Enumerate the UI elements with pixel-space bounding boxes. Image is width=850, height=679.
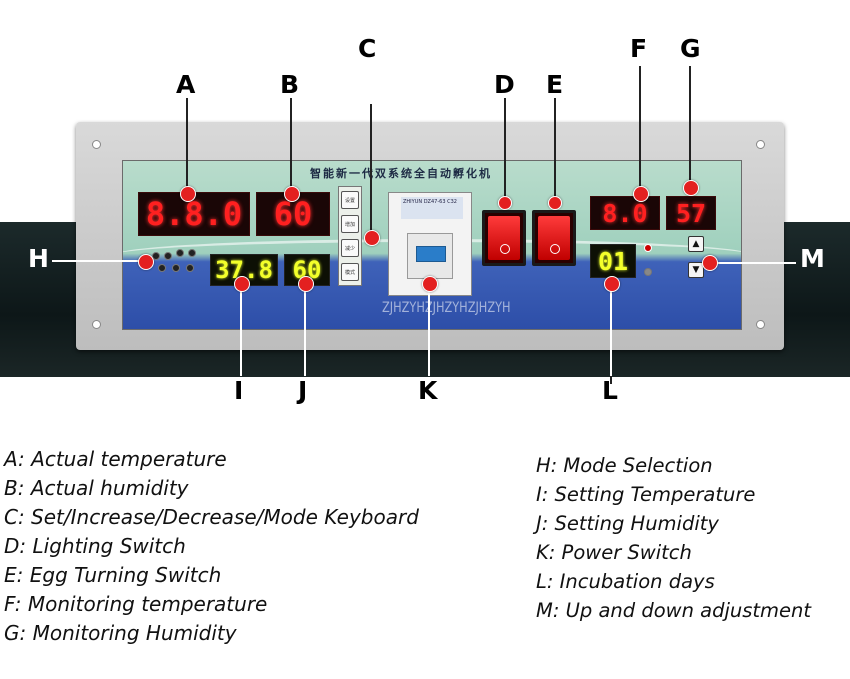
callout-dot-d: [498, 196, 512, 210]
legend-item: A: Actual temperature: [4, 447, 227, 471]
legend-right: H: Mode Selection I: Setting Temperature…: [536, 451, 811, 625]
set-key[interactable]: 设置: [341, 191, 359, 209]
callout-letter-a: A: [176, 70, 196, 99]
mode-indicator-light: [186, 264, 194, 272]
mode-key[interactable]: 模式: [341, 263, 359, 281]
callout-letter-l: L: [602, 376, 618, 405]
legend-left: A: Actual temperature B: Actual humidity…: [4, 445, 419, 648]
screw-icon: [756, 140, 765, 149]
mode-indicator-light: [172, 264, 180, 272]
device-header-text: 智能新一代双系统全自动孵化机: [310, 167, 492, 180]
callout-line-b: [290, 98, 292, 194]
callout-dot-m: [702, 255, 718, 271]
callout-letter-h: H: [28, 244, 49, 273]
incubation-days-display: 01: [590, 244, 636, 278]
legend-item: D: Lighting Switch: [4, 534, 186, 558]
legend-item: H: Mode Selection: [536, 454, 713, 477]
egg-turning-switch[interactable]: [532, 210, 576, 266]
callout-line-e: [554, 98, 556, 202]
callout-line-k: [428, 284, 430, 376]
lighting-switch[interactable]: [482, 210, 526, 266]
power-breaker[interactable]: ZHIYUN DZ47-63 C32: [388, 192, 472, 296]
increase-key[interactable]: 增加: [341, 215, 359, 233]
callout-dot-j: [298, 276, 314, 292]
mode-indicator-light: [152, 252, 160, 260]
mode-indicator-light: [188, 249, 196, 257]
callout-line-g: [689, 66, 691, 188]
callout-letter-c: C: [358, 34, 377, 63]
monitoring-temperature-display: 8.0: [590, 196, 660, 230]
decrease-key[interactable]: 减少: [341, 239, 359, 257]
callout-dot-c: [364, 230, 380, 246]
callout-dot-e: [548, 196, 562, 210]
callout-dot-b: [284, 186, 300, 202]
up-arrow-button[interactable]: ▲: [688, 236, 704, 252]
callout-line-l-tail: [610, 376, 612, 384]
watermark-text: ZJHZYHZJHZYHZJHZYH: [382, 300, 511, 316]
callout-line-f: [639, 66, 641, 196]
callout-letter-d: D: [494, 70, 515, 99]
callout-letter-b: B: [280, 70, 300, 99]
callout-line-m: [708, 262, 796, 264]
breaker-label: ZHIYUN DZ47-63 C32: [401, 197, 463, 219]
callout-line-h: [52, 260, 144, 262]
callout-line-a: [186, 98, 188, 194]
callout-letter-k: K: [418, 376, 438, 405]
legend-item: B: Actual humidity: [4, 476, 189, 500]
callout-line-d: [504, 98, 506, 202]
down-arrow-button[interactable]: ▼: [688, 262, 704, 278]
callout-letter-j: J: [298, 376, 308, 405]
status-indicator-light: [644, 268, 652, 276]
mode-indicator-light: [164, 252, 172, 260]
callout-dot-g: [683, 180, 699, 196]
up-down-buttons: ▲ ▼: [688, 236, 704, 280]
legend-item: G: Monitoring Humidity: [4, 621, 237, 645]
callout-dot-h: [138, 254, 154, 270]
screw-icon: [756, 320, 765, 329]
screw-icon: [92, 140, 101, 149]
callout-letter-m: M: [800, 244, 825, 273]
callout-dot-a: [180, 186, 196, 202]
legend-item: C: Set/Increase/Decrease/Mode Keyboard: [4, 505, 419, 529]
callout-line-i: [240, 284, 242, 376]
setting-temperature-display: 37.8: [210, 254, 278, 286]
legend-item: M: Up and down adjustment: [536, 599, 812, 622]
legend-item: K: Power Switch: [536, 541, 692, 564]
legend-item: E: Egg Turning Switch: [4, 563, 222, 587]
callout-dot-f: [633, 186, 649, 202]
callout-letter-g: G: [680, 34, 701, 63]
callout-letter-i: I: [234, 376, 244, 405]
keypad: 设置 增加 减少 模式: [338, 186, 362, 286]
callout-dot-l: [604, 276, 620, 292]
legend-item: I: Setting Temperature: [536, 483, 756, 506]
legend-item: L: Incubation days: [536, 570, 715, 593]
callout-letter-f: F: [630, 34, 648, 63]
actual-temperature-display: 8.8.0: [138, 192, 250, 236]
alarm-indicator-light: [644, 244, 652, 252]
screw-icon: [92, 320, 101, 329]
mode-indicator-light: [176, 249, 184, 257]
legend-item: F: Monitoring temperature: [4, 592, 268, 616]
breaker-toggle[interactable]: [407, 233, 453, 279]
mode-indicator-light: [158, 264, 166, 272]
breaker-lever[interactable]: [416, 246, 446, 262]
callout-dot-i: [234, 276, 250, 292]
legend-item: J: Setting Humidity: [536, 512, 719, 535]
callout-line-l: [610, 284, 612, 376]
callout-line-c: [370, 104, 372, 236]
monitoring-humidity-display: 57: [666, 196, 716, 230]
callout-dot-k: [422, 276, 438, 292]
callout-line-j: [304, 284, 306, 376]
callout-letter-e: E: [546, 70, 564, 99]
